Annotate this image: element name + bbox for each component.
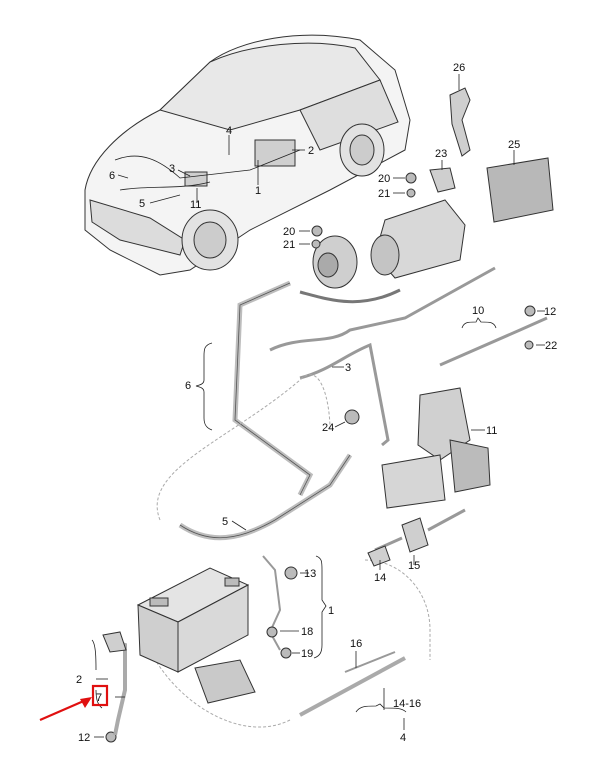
insulation-mat-25 bbox=[486, 157, 554, 223]
callout: 6 bbox=[109, 170, 115, 182]
routing-guide-bottom bbox=[144, 639, 291, 728]
callout: 10 bbox=[472, 305, 484, 317]
routing-guide-left bbox=[156, 374, 331, 521]
callout: 18 bbox=[301, 626, 313, 638]
callout: 22 bbox=[545, 340, 557, 352]
callout: 21 bbox=[283, 239, 295, 251]
vehicle-illustration bbox=[84, 34, 411, 276]
starter-motor bbox=[370, 199, 466, 279]
callout: 13 bbox=[304, 568, 316, 580]
callout: 20 bbox=[283, 226, 295, 238]
callout: 12 bbox=[544, 306, 556, 318]
battery-box-main bbox=[381, 454, 446, 509]
callout: 12 bbox=[78, 732, 90, 744]
fuse-carrier-11 bbox=[417, 387, 491, 493]
ground-cable-2 bbox=[102, 631, 127, 736]
callout: 25 bbox=[508, 139, 520, 151]
callout: 2 bbox=[76, 674, 82, 686]
callout: 24 bbox=[322, 422, 334, 434]
callout: 11 bbox=[486, 425, 497, 437]
ground-strap-26 bbox=[449, 87, 471, 157]
terminal-14 bbox=[367, 545, 391, 567]
callout: 5 bbox=[222, 516, 228, 528]
callout: 11 bbox=[190, 199, 201, 211]
callout: 1 bbox=[328, 605, 334, 617]
generator bbox=[312, 235, 358, 289]
bracket-23 bbox=[429, 167, 456, 193]
battery-clamp-tray bbox=[194, 659, 256, 704]
callout: 6 bbox=[185, 380, 191, 392]
callout: 15 bbox=[408, 560, 420, 572]
callout: 4 bbox=[400, 732, 406, 744]
callout: 3 bbox=[345, 362, 351, 374]
callout: 23 bbox=[435, 148, 447, 160]
car-battery bbox=[136, 567, 250, 673]
highlight-arrow-icon bbox=[39, 697, 92, 722]
callout: 5 bbox=[139, 198, 145, 210]
callout: 4 bbox=[226, 125, 232, 137]
callout: 21 bbox=[378, 188, 390, 200]
callout: 14-16 bbox=[393, 698, 421, 710]
callout: 20 bbox=[378, 173, 390, 185]
cable-4 bbox=[299, 651, 406, 717]
callout: 14 bbox=[374, 572, 386, 584]
plus-terminal-15 bbox=[374, 508, 466, 553]
small-fasteners bbox=[105, 172, 536, 743]
callout: 2 bbox=[308, 145, 314, 157]
callout: 26 bbox=[453, 62, 465, 74]
leader-lines bbox=[91, 74, 545, 738]
wiring-harness-1 bbox=[262, 555, 298, 659]
highlight-box bbox=[91, 684, 109, 707]
callout: 3 bbox=[169, 163, 175, 175]
callout: 19 bbox=[301, 648, 313, 660]
callout: 1 bbox=[255, 185, 261, 197]
callout: 16 bbox=[350, 638, 362, 650]
callout-labels: 26 25 4 2 3 6 1 5 11 20 21 23 20 21 10 1… bbox=[76, 62, 557, 744]
battery-cables bbox=[178, 266, 548, 541]
callout: 7 bbox=[96, 692, 102, 704]
